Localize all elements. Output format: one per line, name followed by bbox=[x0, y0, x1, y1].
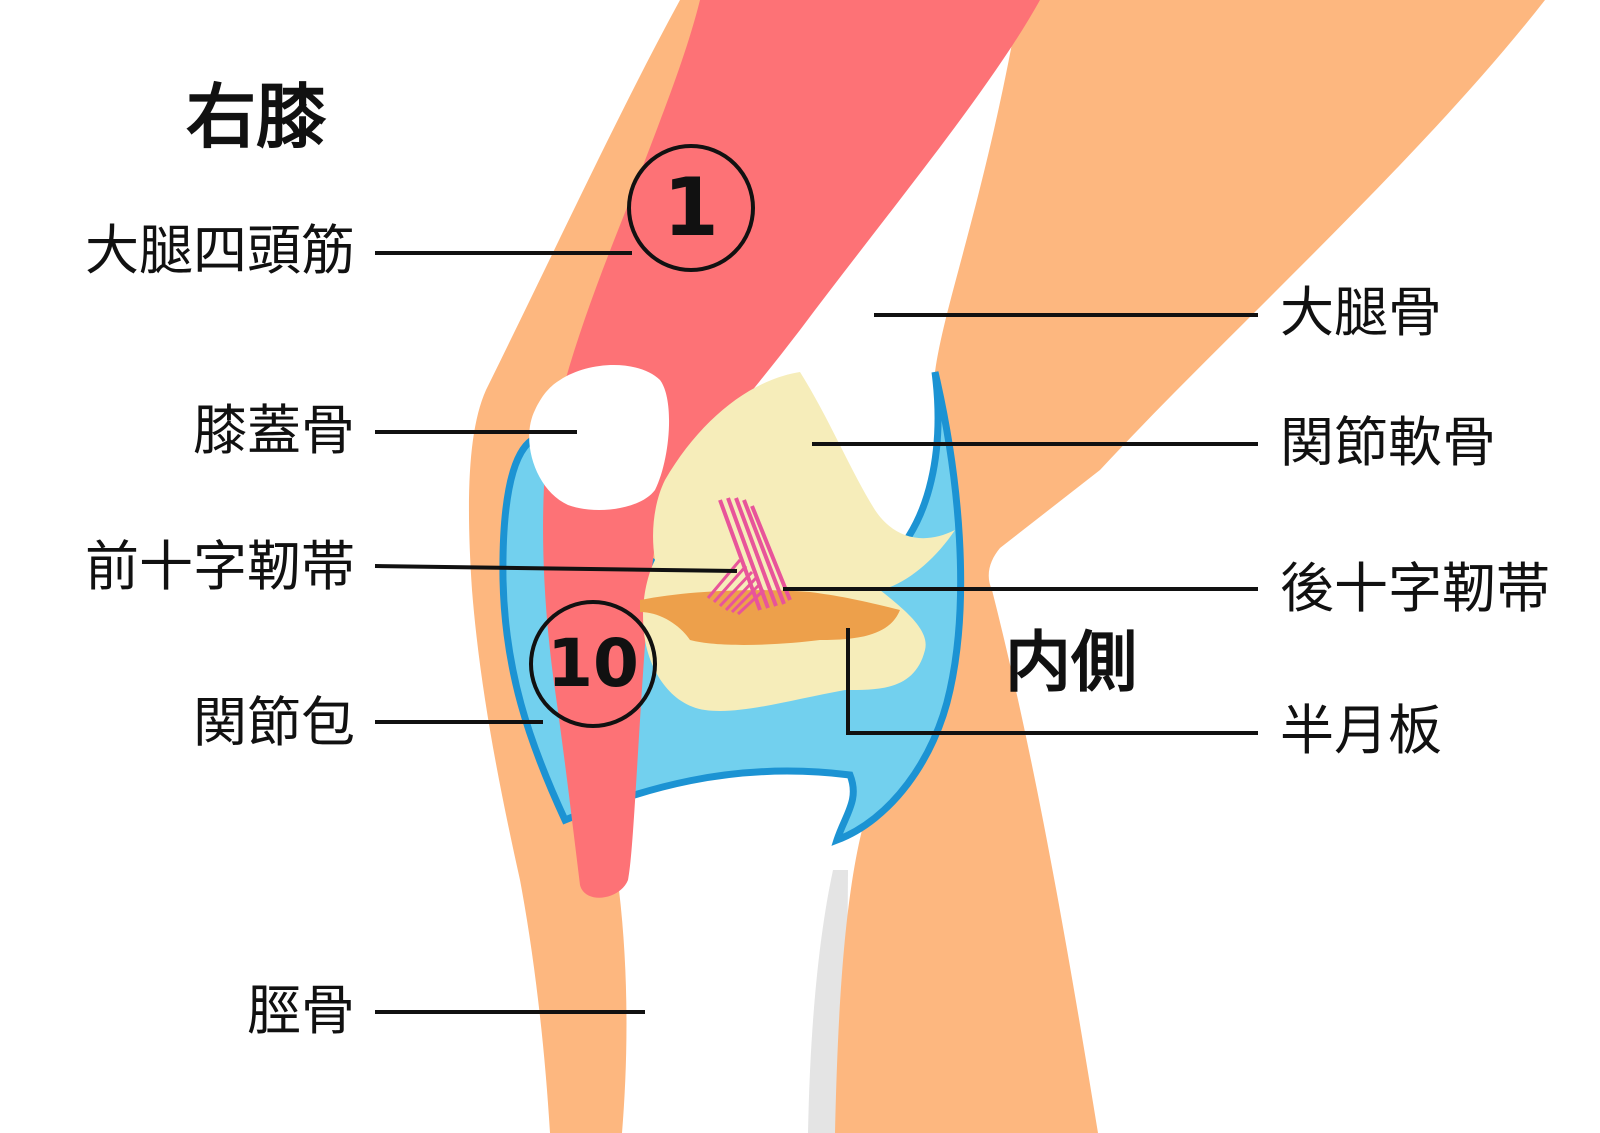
leader-acl bbox=[374, 564, 738, 573]
label-acl: 前十字靭帯 bbox=[85, 535, 355, 598]
label-tibia: 脛骨 bbox=[247, 979, 355, 1042]
marker-10-number: 10 bbox=[547, 625, 639, 702]
marker-1-number: 1 bbox=[663, 161, 719, 254]
leader-lines bbox=[374, 251, 1258, 1014]
patella-shape bbox=[529, 365, 670, 510]
medial-side-label: 内側 bbox=[1005, 624, 1137, 701]
label-patella: 膝蓋骨 bbox=[193, 399, 355, 462]
pcl-ligament bbox=[718, 497, 792, 611]
meniscus-shape bbox=[640, 590, 900, 645]
label-capsule: 関節包 bbox=[193, 691, 355, 754]
label-meniscus: 半月板 bbox=[1280, 699, 1442, 762]
label-femur: 大腿骨 bbox=[1280, 281, 1442, 344]
diagram-title: 右膝 bbox=[186, 76, 326, 158]
marker-1: 1 bbox=[627, 144, 755, 272]
leader-meniscus bbox=[846, 628, 1258, 735]
label-quadriceps: 大腿四頭筋 bbox=[85, 219, 355, 282]
label-cartilage: 関節軟骨 bbox=[1280, 411, 1496, 474]
label-pcl: 後十字靭帯 bbox=[1280, 557, 1550, 620]
thigh-shape bbox=[835, 0, 1545, 1133]
marker-10: 10 bbox=[529, 600, 657, 728]
